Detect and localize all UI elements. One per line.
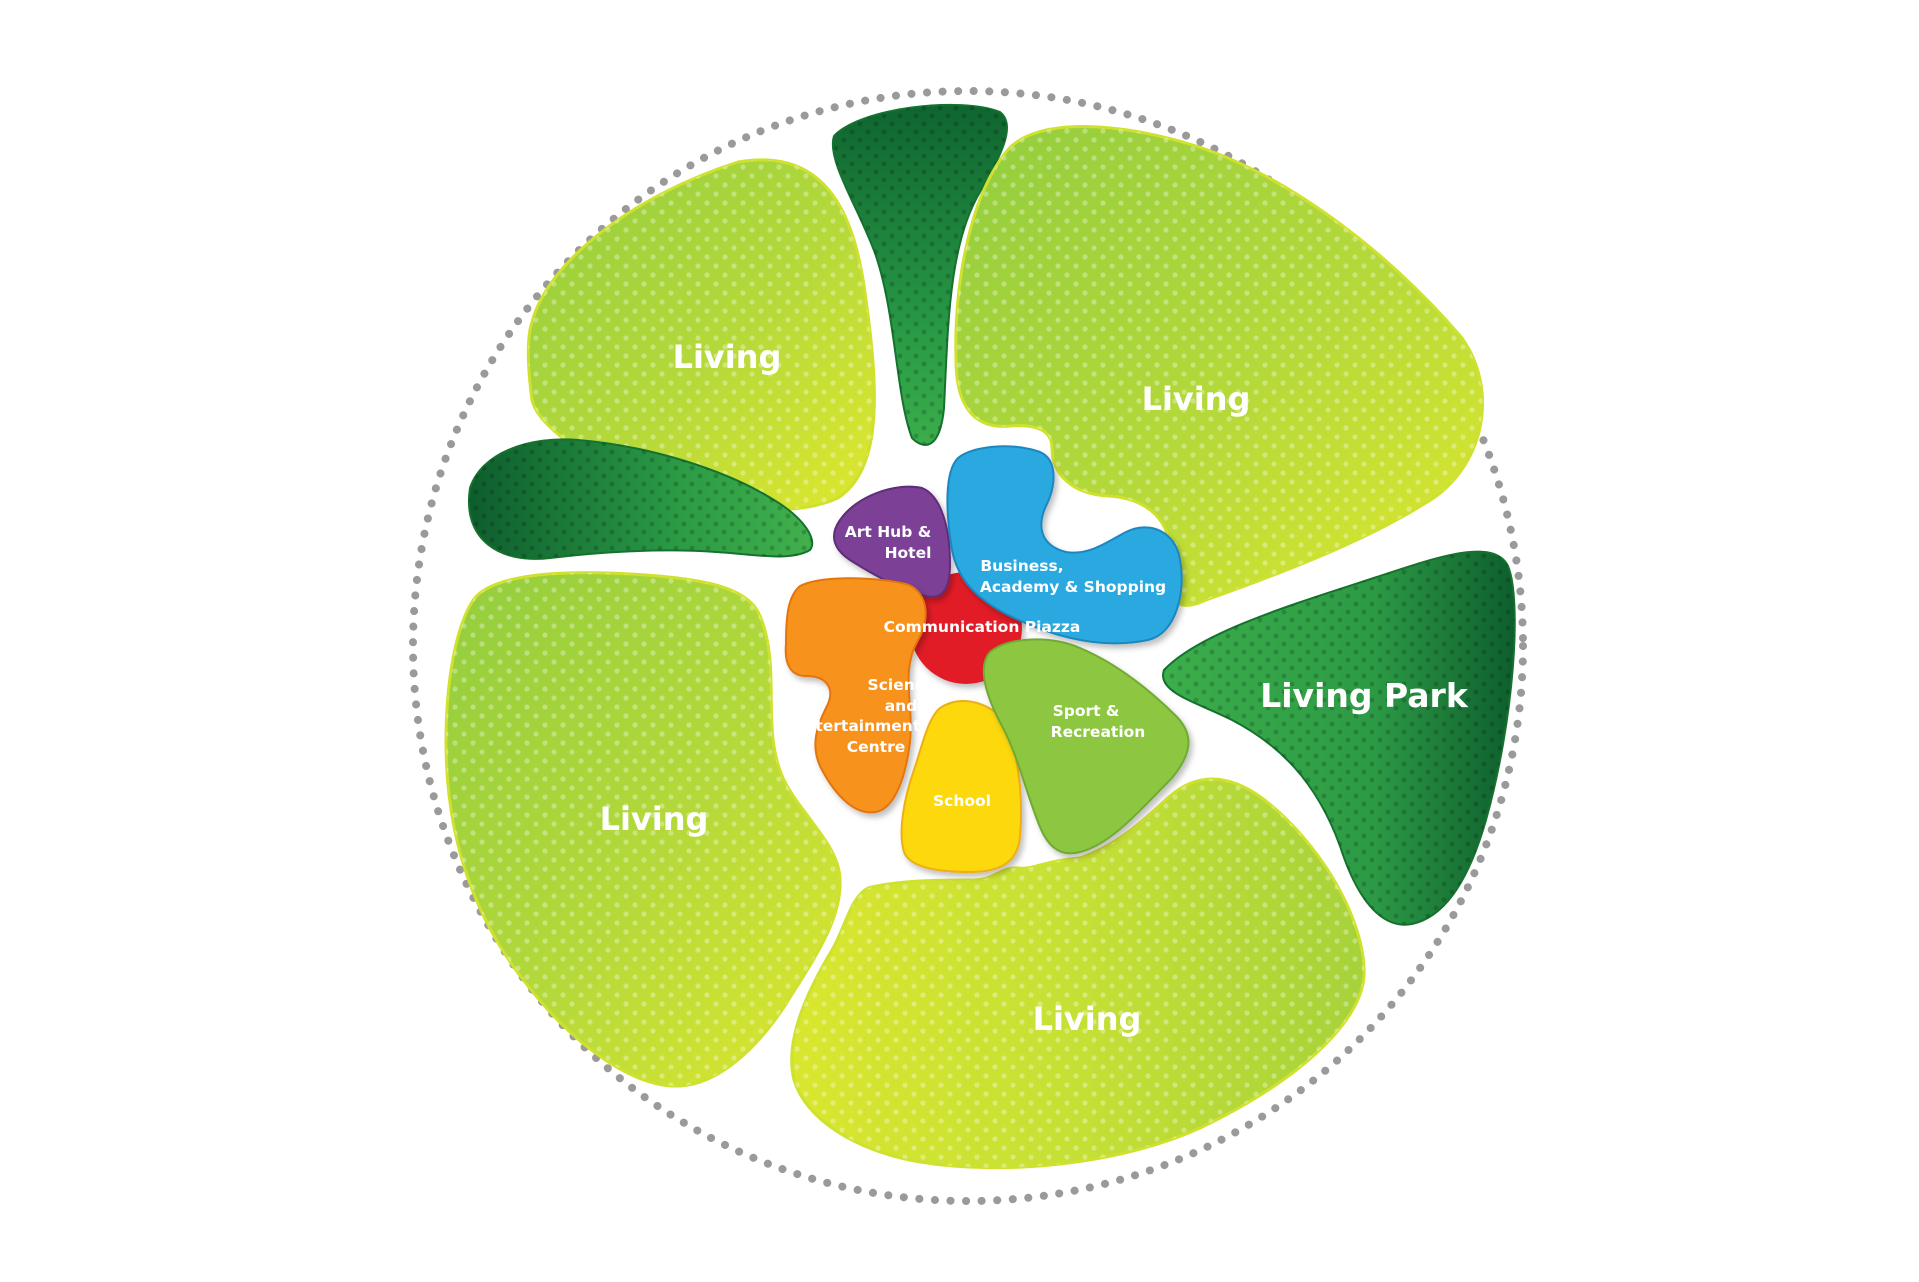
zone-living-left	[444, 571, 842, 1088]
label-living-top-left: Living	[673, 338, 782, 376]
label-science-line4: Centre	[847, 738, 906, 756]
label-living-left: Living	[600, 800, 709, 838]
zone-business	[946, 445, 1183, 645]
label-communication-piazza: Communication Piazza	[884, 618, 1081, 636]
label-business-line2: Academy & Shopping	[980, 578, 1166, 596]
label-science-line3: Entertainment	[794, 717, 921, 735]
label-sport-line1: Sport &	[1053, 702, 1120, 720]
zone-science-centre	[784, 577, 927, 814]
label-art-hub-line1: Art Hub &	[845, 523, 931, 541]
label-sport-line2: Recreation	[1051, 723, 1146, 741]
label-art-hub-line2: Hotel	[885, 544, 932, 562]
label-science-line1: Science	[868, 676, 935, 694]
zone-art-hub	[833, 485, 952, 598]
label-science-line2: and	[885, 697, 918, 715]
dotted-boundary-ring	[409, 87, 1527, 1205]
zone-living-top-right	[954, 125, 1484, 607]
label-school: School	[933, 792, 991, 810]
central-cluster	[784, 445, 1190, 874]
zone-living-bottom	[790, 777, 1366, 1170]
zone-living-top-left	[526, 158, 876, 512]
zone-park-left	[467, 438, 814, 560]
label-living-bottom: Living	[1033, 1000, 1142, 1038]
label-living-top-right: Living	[1142, 380, 1251, 418]
label-business-line1: Business,	[980, 557, 1063, 575]
zone-living-park	[1161, 550, 1516, 926]
zone-park-top	[831, 103, 1009, 446]
label-living-park: Living Park	[1260, 676, 1469, 715]
zone-sport-recreation	[982, 638, 1190, 855]
